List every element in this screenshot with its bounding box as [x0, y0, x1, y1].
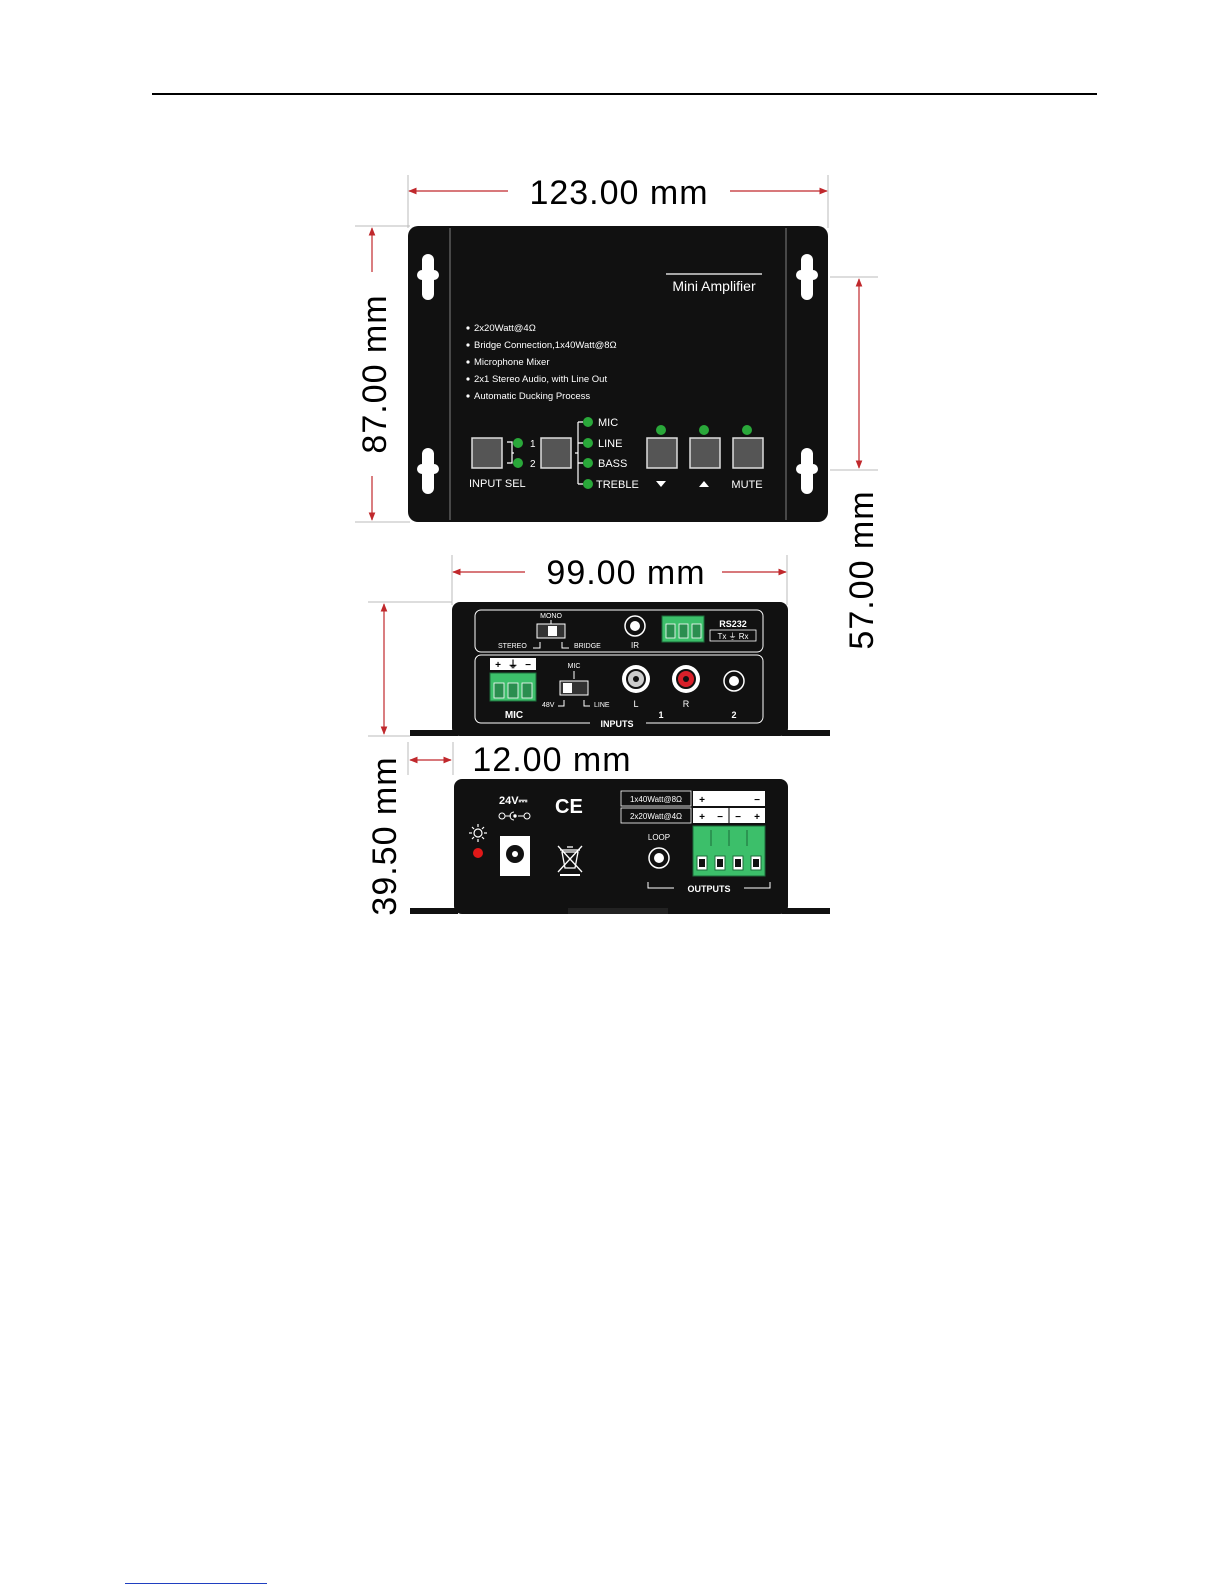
mic-pin-minus: − — [525, 660, 531, 671]
rs232-label: RS232 — [719, 619, 747, 629]
line-mode-led — [583, 438, 593, 448]
mode-label-line: LINE — [598, 438, 622, 450]
feature-item: Bridge Connection,1x40Watt@8Ω — [474, 340, 617, 351]
input-2-label: 2 — [530, 459, 536, 470]
light-icon — [469, 824, 487, 842]
power-led — [473, 848, 483, 858]
volume-up-button[interactable] — [689, 437, 721, 469]
input-sel-label: INPUT SEL — [469, 478, 526, 490]
product-name: Mini Amplifier — [672, 278, 756, 294]
front-panel: MONO STEREO BRIDGE IR RS232 Tx ⏚ Rx + ⏚ … — [410, 602, 830, 736]
feature-list: 2x20Watt@4Ω Bridge Connection,1x40Watt@8… — [466, 323, 617, 402]
mic-switch-label: MIC — [568, 663, 581, 670]
right-label: R — [683, 699, 690, 709]
output-bridge-label: 1x40Watt@8Ω — [630, 795, 682, 804]
treble-mode-led — [583, 479, 593, 489]
bass-mode-led — [583, 458, 593, 468]
up-arrow-icon — [699, 481, 709, 487]
dim-front-width: 99.00 mm — [546, 554, 705, 592]
footer-rule — [125, 1583, 267, 1584]
ir-label: IR — [631, 641, 639, 650]
input-2-led — [513, 458, 523, 468]
mute-label: MUTE — [731, 479, 762, 491]
polarity-icon — [498, 811, 531, 821]
bridge-plus: + — [699, 795, 705, 806]
volume-down-button[interactable] — [646, 437, 678, 469]
left-label: L — [633, 699, 638, 709]
mode-label-mic: MIC — [598, 417, 618, 429]
dim-top-height: 87.00 mm — [356, 294, 394, 453]
input-1-label: 1 — [658, 710, 663, 720]
voltage-label: 24V⎓ — [499, 795, 528, 807]
up-led — [699, 425, 709, 435]
stereo-sign-4: + — [754, 812, 760, 823]
feature-item: 2x1 Stereo Audio, with Line Out — [474, 374, 607, 385]
dim-top-width: 123.00 mm — [529, 174, 708, 212]
stereo-sign-2: − — [717, 812, 723, 823]
mic-pin-plus: + — [495, 660, 501, 671]
mounting-slots — [417, 254, 818, 494]
input-select-button[interactable] — [471, 437, 503, 469]
mode-select-button[interactable] — [540, 437, 572, 469]
bridge-label: BRIDGE — [574, 643, 601, 650]
mode-label-treble: TREBLE — [596, 479, 639, 491]
dim-flange: 12.00 mm — [472, 741, 631, 779]
mode-label-bass: BASS — [598, 458, 627, 470]
input-1-label: 1 — [530, 439, 536, 450]
dimension-lines — [355, 175, 878, 775]
ce-mark: CE — [555, 796, 583, 818]
down-arrow-icon — [656, 481, 666, 487]
mono-label: MONO — [540, 613, 562, 620]
mic-mode-led — [583, 417, 593, 427]
stereo-label: STEREO — [498, 643, 527, 650]
input-1-led — [513, 438, 523, 448]
dim-depth: 39.50 mm — [366, 756, 404, 915]
down-led — [656, 425, 666, 435]
mute-led — [742, 425, 752, 435]
stereo-sign-3: − — [735, 812, 741, 823]
rear-panel: 24V⎓ CE LOOP 1x40Watt@8Ω — [410, 779, 830, 914]
stereo-sign-1: + — [699, 812, 705, 823]
rs232-pins: Tx ⏚ Rx — [717, 632, 748, 641]
weee-bin-icon — [557, 845, 583, 876]
output-stereo-label: 2x20Watt@4Ω — [630, 812, 682, 821]
input-2-label: 2 — [731, 710, 736, 720]
feature-item: Microphone Mixer — [474, 357, 550, 368]
outputs-label: OUTPUTS — [687, 884, 730, 894]
mic-pin-ground: ⏚ — [508, 659, 518, 671]
loop-label: LOOP — [648, 833, 670, 842]
mic-label: MIC — [505, 710, 523, 721]
feature-item: Automatic Ducking Process — [474, 391, 590, 402]
bridge-minus: − — [754, 795, 760, 806]
inputs-label: INPUTS — [600, 719, 633, 729]
phantom-label: 48V — [542, 702, 555, 709]
line-label: LINE — [594, 702, 610, 709]
feature-item: 2x20Watt@4Ω — [474, 323, 536, 334]
mute-button[interactable] — [732, 437, 764, 469]
top-panel: Mini Amplifier 2x20Watt@4Ω Bridge Connec… — [408, 226, 828, 522]
mic-pin-strip — [490, 658, 536, 670]
dim-mount-spacing: 57.00 mm — [843, 490, 881, 649]
